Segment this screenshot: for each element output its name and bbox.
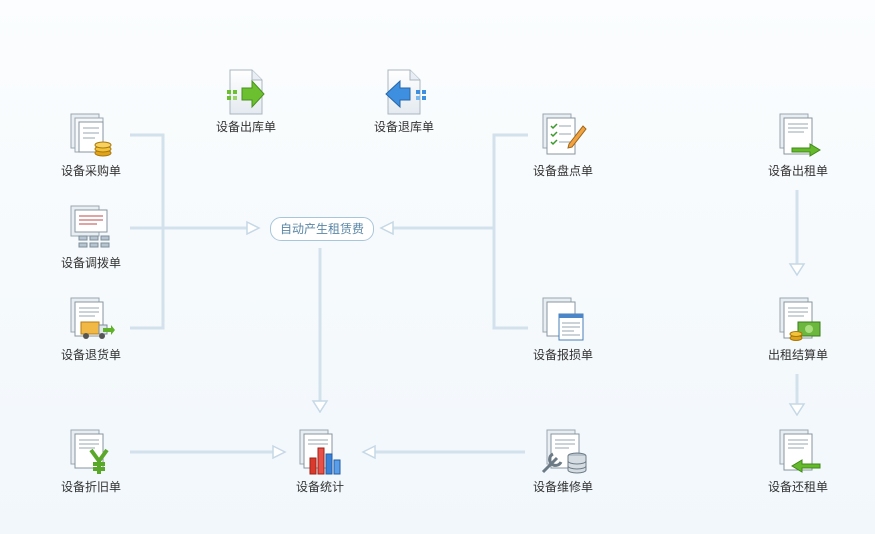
node-inventory[interactable]: 设备盘点单: [518, 112, 608, 179]
arrow-head-maint: [361, 444, 376, 460]
node-rent-return[interactable]: 设备还租单: [753, 428, 843, 495]
node-label: 出租结算单: [767, 348, 828, 362]
arrow-head-down-stat: [311, 400, 329, 414]
arrow-head-settle: [788, 263, 806, 277]
node-label: 设备还租单: [767, 480, 828, 494]
document-import-icon: [385, 69, 426, 115]
bar-chart-icon: [299, 429, 341, 475]
yen-icon: [70, 429, 109, 474]
arrow-head-depr: [272, 444, 287, 460]
return-truck-icon: [70, 297, 115, 339]
purchase-coins-icon: [70, 113, 112, 157]
transfer-list-icon: [70, 205, 110, 248]
node-out-stock[interactable]: 设备出库单: [201, 68, 291, 135]
node-statistics[interactable]: 设备统计: [275, 428, 365, 495]
doc-arrow-right-icon: [779, 113, 821, 157]
arrow-head-return: [788, 403, 806, 417]
doc-arrow-left-icon: [779, 429, 821, 473]
wrench-database-icon: [541, 429, 587, 474]
node-loss[interactable]: 设备报损单: [518, 296, 608, 363]
auto-rent-fee-badge: 自动产生租赁费: [270, 217, 374, 241]
right-bracket: [492, 133, 528, 330]
node-depreciation[interactable]: 设备折旧单: [46, 428, 136, 495]
node-label: 设备采购单: [60, 164, 121, 178]
node-return-goods[interactable]: 设备退货单: [46, 296, 136, 363]
node-rent-settle[interactable]: 出租结算单: [753, 296, 843, 363]
node-rent-out[interactable]: 设备出租单: [753, 112, 843, 179]
node-return-stock[interactable]: 设备退库单: [359, 68, 449, 135]
node-label: 设备盘点单: [532, 164, 593, 178]
arrow-head-left-pill: [246, 220, 261, 236]
node-label: 设备调拨单: [60, 256, 121, 270]
node-transfer[interactable]: 设备调拨单: [46, 204, 136, 271]
node-label: 设备统计: [295, 480, 344, 494]
money-icon: [779, 297, 821, 341]
node-label: 设备折旧单: [60, 480, 121, 494]
report-window-icon: [542, 297, 584, 341]
node-label: 设备退货单: [60, 348, 121, 362]
node-label: 设备报损单: [532, 348, 593, 362]
node-label: 设备维修单: [532, 480, 593, 494]
node-label: 设备出库单: [215, 120, 276, 134]
node-label: 设备出租单: [767, 164, 828, 178]
node-label: 设备退库单: [373, 120, 434, 134]
checklist-pencil-icon: [542, 113, 587, 155]
arrow-head-right-pill: [379, 220, 394, 236]
node-purchase[interactable]: 设备采购单: [46, 112, 136, 179]
left-bracket: [130, 133, 165, 330]
document-export-icon: [227, 69, 265, 115]
node-maintenance[interactable]: 设备维修单: [518, 428, 608, 495]
